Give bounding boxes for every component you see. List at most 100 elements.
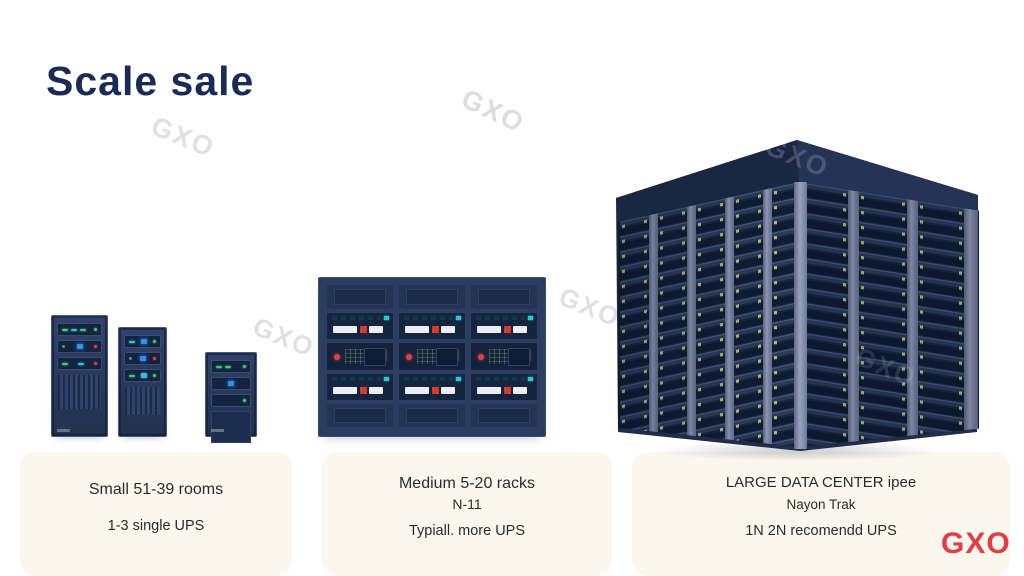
power-button <box>504 387 511 394</box>
led-indicator <box>384 316 389 320</box>
server-unit <box>471 285 537 309</box>
gxo-watermark: GXO <box>146 110 220 164</box>
led-indicator <box>528 377 533 381</box>
led-indicator <box>456 377 461 381</box>
led-indicator <box>78 362 84 365</box>
gxo-watermark: GXO <box>248 311 320 363</box>
led-indicator <box>334 354 340 360</box>
led-indicator <box>384 377 389 381</box>
led-indicator <box>225 365 231 368</box>
large-data-center-cube <box>600 138 996 461</box>
drive-bay <box>440 326 456 333</box>
rack-pillar <box>848 190 859 457</box>
led-indicator <box>228 381 234 386</box>
server-unit <box>399 404 465 427</box>
rack-pillar <box>687 205 696 472</box>
medium-server-rack <box>318 277 546 437</box>
led-indicator <box>456 316 461 320</box>
corner-pillar <box>794 182 807 449</box>
led-indicator <box>243 365 246 368</box>
caption-card-small: Small 51-39 rooms 1-3 single UPS <box>20 452 292 576</box>
server-panel <box>124 352 161 365</box>
drive-bay <box>512 326 528 333</box>
rack-pillar <box>964 208 978 475</box>
unit-screen <box>508 348 530 366</box>
led-row <box>476 316 525 320</box>
vent-grille <box>58 375 101 409</box>
server-panel <box>211 394 251 407</box>
server-unit <box>327 404 393 427</box>
drive-bay <box>477 326 501 333</box>
led-indicator <box>141 339 147 344</box>
server-unit <box>399 374 465 400</box>
tower-server-small <box>205 352 257 443</box>
led-indicator <box>62 362 68 365</box>
caption-card-large: LARGE DATA CENTER ipee Nayon Trak 1N 2N … <box>632 452 1010 576</box>
led-indicator <box>243 399 246 402</box>
drive-bay <box>477 387 501 394</box>
power-button <box>360 326 367 333</box>
blank-bay <box>211 411 251 443</box>
led-indicator <box>141 373 147 378</box>
led-row <box>332 377 381 381</box>
power-button <box>432 326 439 333</box>
led-indicator <box>80 328 86 331</box>
caption-line: Small 51-39 rooms <box>88 481 224 498</box>
led-row <box>404 316 453 320</box>
led-indicator <box>406 354 412 360</box>
power-button <box>504 326 511 333</box>
server-panel <box>57 323 102 336</box>
led-indicator <box>153 374 156 377</box>
gxo-watermark: GXO <box>456 83 530 139</box>
drive-bay <box>333 387 357 394</box>
tower-label-strip <box>57 429 70 432</box>
led-row <box>404 377 453 381</box>
server-unit <box>471 313 537 339</box>
led-row <box>332 316 381 320</box>
led-indicator <box>129 340 135 343</box>
caption-line: Nayon Trak <box>786 496 856 512</box>
server-unit <box>327 285 393 309</box>
tower-panels <box>119 328 166 382</box>
page-title: Scale sale <box>46 58 255 104</box>
led-indicator <box>94 362 97 365</box>
rack-pillar <box>907 199 918 466</box>
power-button <box>432 387 439 394</box>
caption-line: N-11 <box>452 496 482 512</box>
rack-column <box>696 198 725 469</box>
server-panel <box>57 340 102 353</box>
caption-line: Medium 5-20 racks <box>398 475 536 492</box>
server-unit <box>399 343 465 370</box>
server-unit <box>399 285 465 309</box>
led-indicator <box>478 354 484 360</box>
server-unit <box>471 404 537 427</box>
led-indicator <box>94 328 97 331</box>
drive-bay <box>333 326 357 333</box>
led-indicator <box>76 344 83 349</box>
drive-bay <box>405 326 429 333</box>
server-unit <box>327 343 393 370</box>
led-row <box>476 377 525 381</box>
drive-bay <box>368 326 384 333</box>
led-indicator <box>62 345 65 348</box>
status-ticks <box>417 349 441 364</box>
led-indicator <box>62 328 68 331</box>
server-unit <box>327 374 393 400</box>
tower-server-large <box>51 315 108 437</box>
rack-pillar <box>763 188 772 455</box>
led-indicator <box>139 356 146 361</box>
drive-bay <box>405 387 429 394</box>
led-indicator <box>129 374 135 377</box>
unit-screen <box>364 348 386 366</box>
led-indicator <box>153 340 156 343</box>
tower-panels <box>206 353 256 407</box>
led-indicator <box>528 316 533 320</box>
server-panel <box>124 369 161 382</box>
gxo-logo: GXO <box>941 527 1011 560</box>
server-panel <box>211 360 251 373</box>
caption-line: 1-3 single UPS <box>107 518 205 534</box>
rack-column <box>734 190 763 461</box>
tower-label-strip <box>211 429 224 432</box>
led-indicator <box>153 357 156 360</box>
